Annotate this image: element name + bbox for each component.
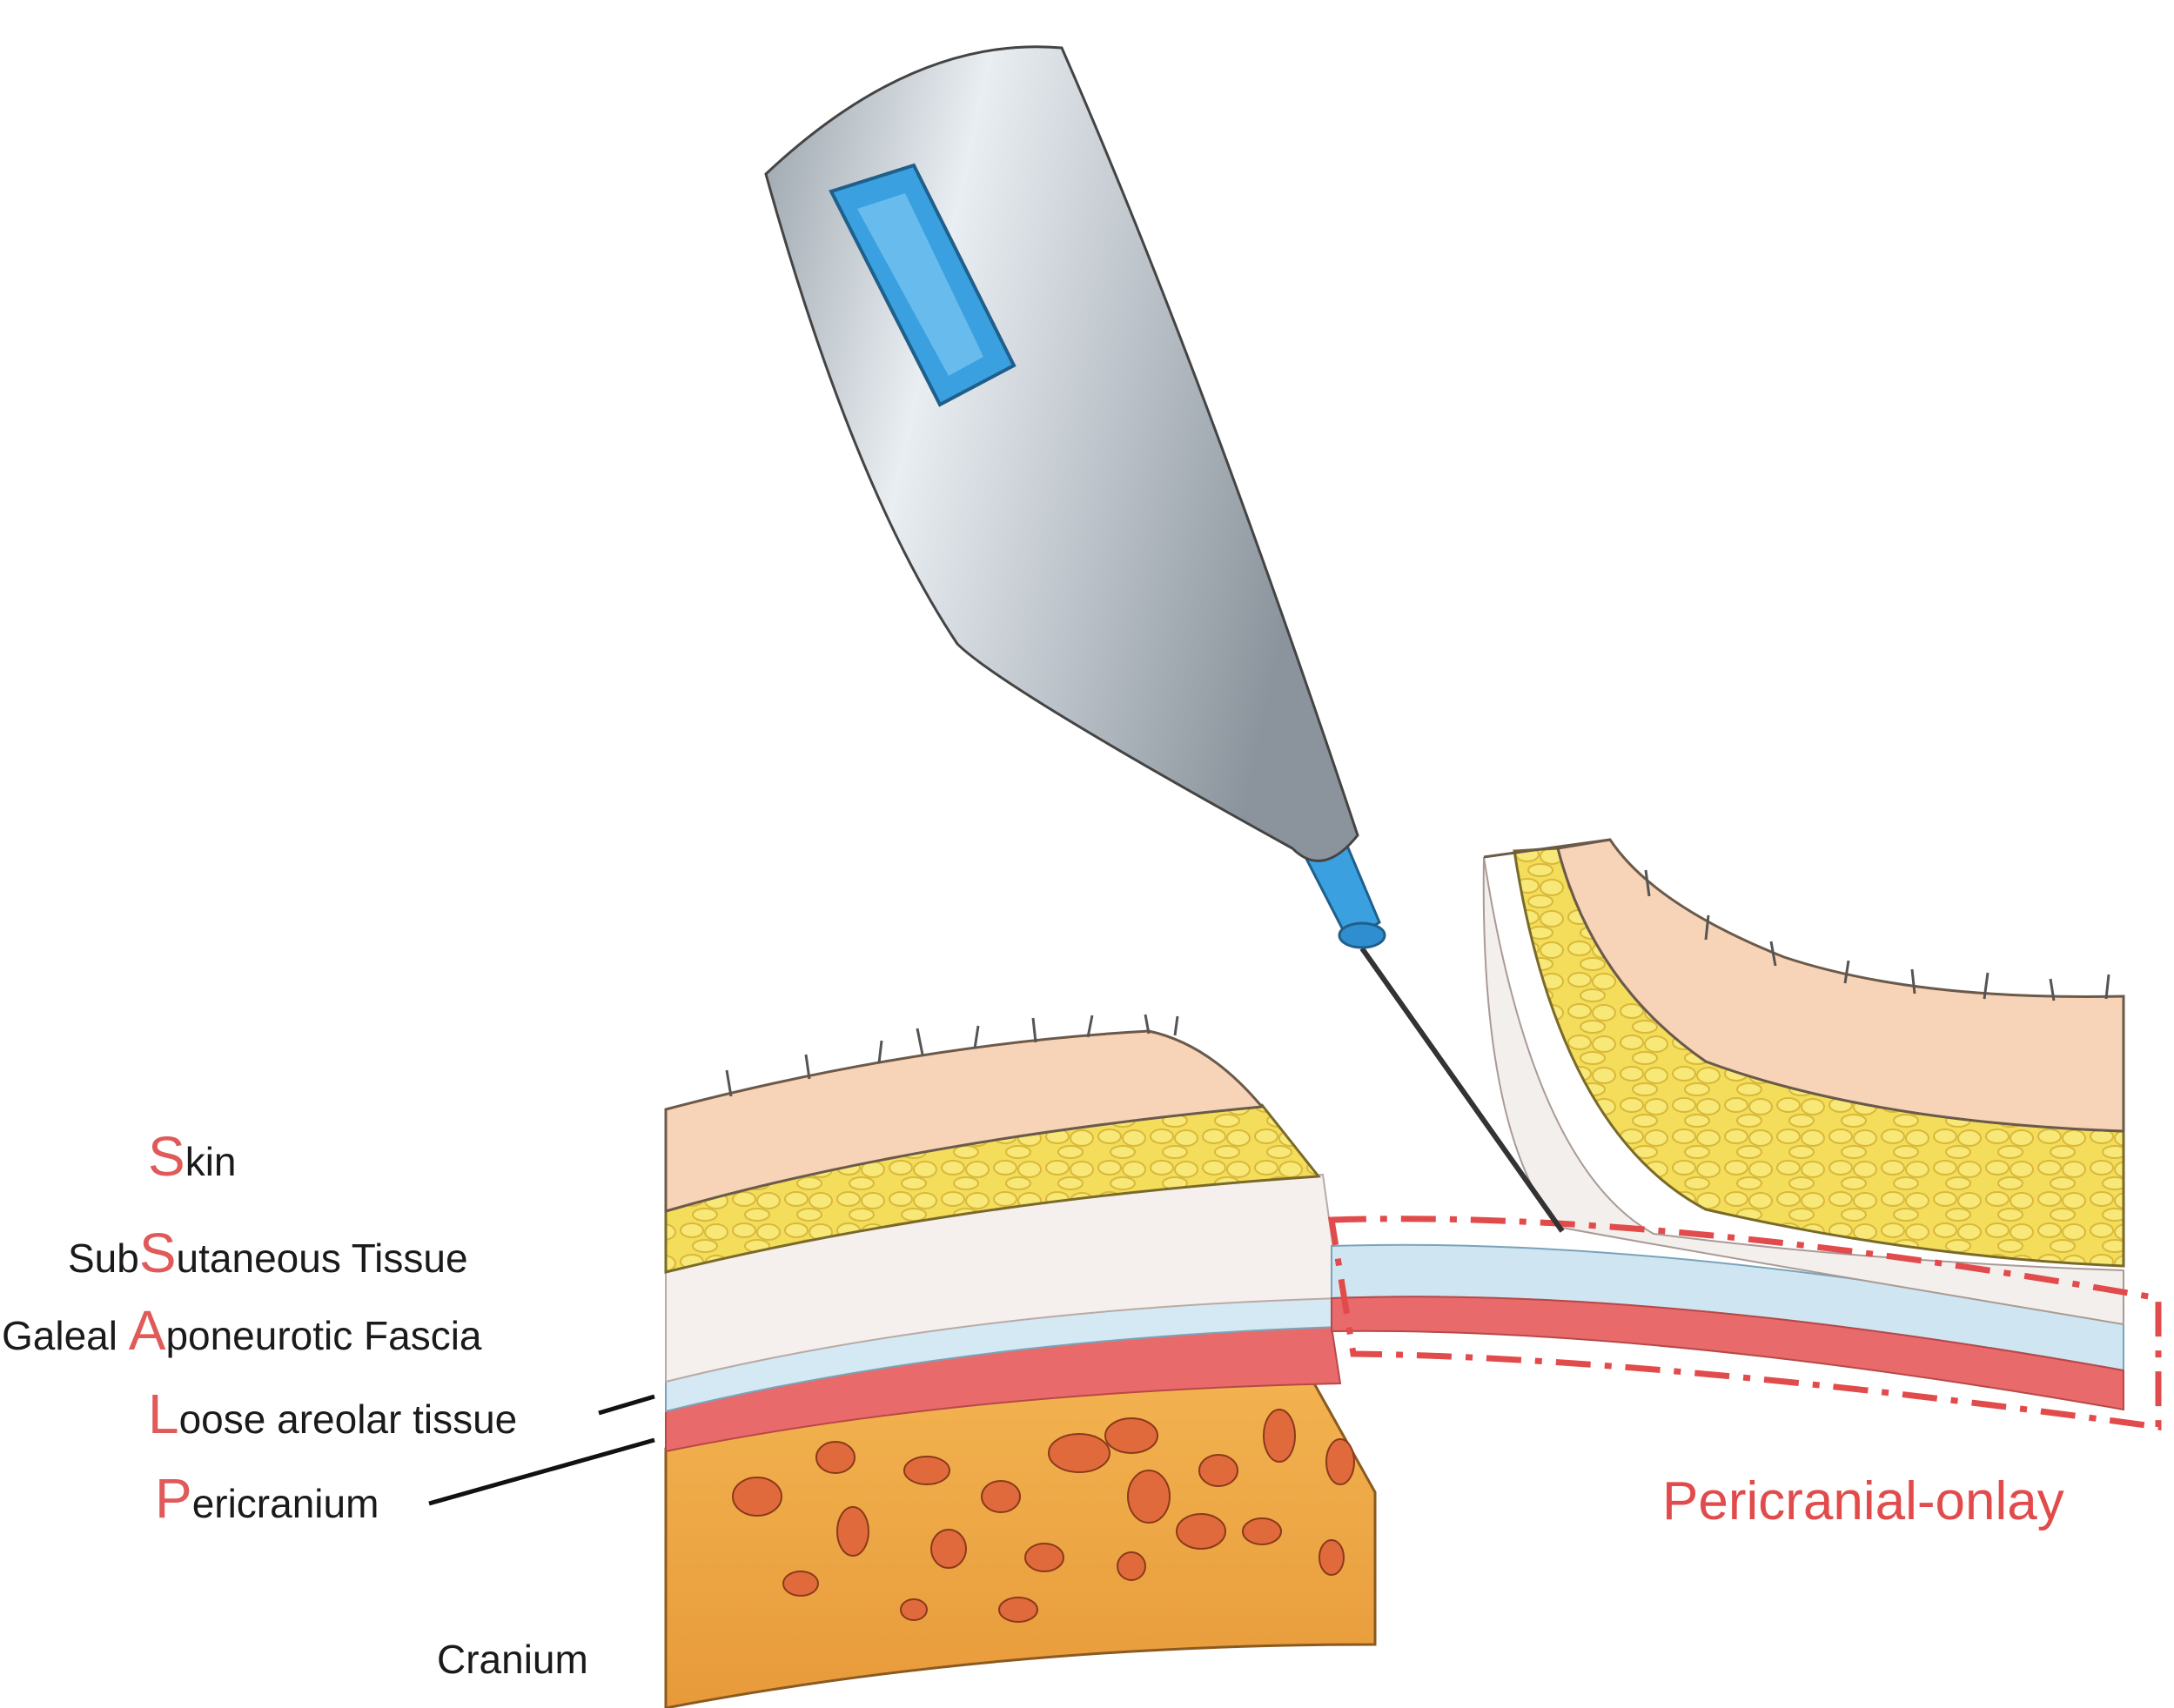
onlay-strip (1331, 1243, 2124, 1411)
pericranium-onlay (1331, 1296, 2124, 1411)
skin-layer-left (664, 1029, 1265, 1213)
label-skin: Skin (148, 1125, 237, 1188)
leader-loose-areolar (598, 1394, 655, 1416)
label-loose-areolar: Loose areolar tissue (148, 1383, 518, 1445)
right-tissue-flap (1482, 838, 2125, 1326)
onlay-dashed-box (1327, 1216, 2162, 1431)
hair-strands-left (725, 1014, 1179, 1097)
label-subcutaneous: SubSutaneous Tissue (68, 1222, 468, 1284)
needle (1359, 947, 1565, 1233)
leader-pericranium (428, 1437, 655, 1506)
label-pericranial-onlay: Pericranial-onlay (1662, 1471, 2064, 1531)
cranium-marrow (732, 1409, 1355, 1623)
skin-layer-right (1556, 838, 2125, 1133)
label-pericranium: Pericranium (155, 1467, 379, 1530)
injector-body (764, 45, 1359, 862)
galea-layer-right (1482, 856, 2124, 1326)
label-galeal: Galeal Aponeurotic Fascia (2, 1299, 482, 1362)
hair-strands-right (1644, 869, 2110, 1001)
label-cranium: Cranium (437, 1637, 588, 1682)
injector (764, 45, 1565, 1233)
